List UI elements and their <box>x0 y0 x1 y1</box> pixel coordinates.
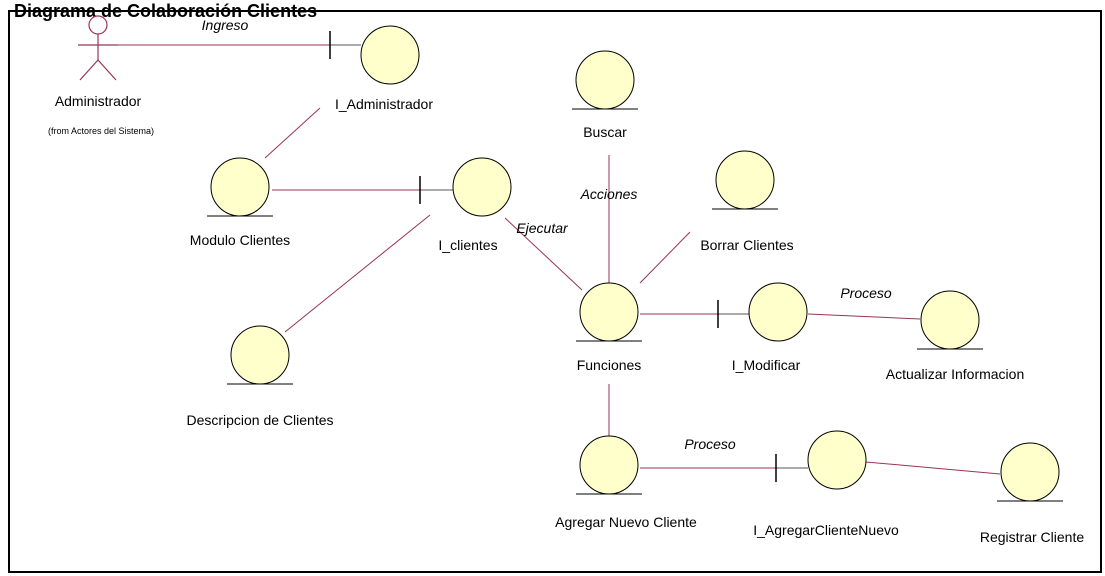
link-line <box>504 217 583 291</box>
entity-circle <box>210 157 270 217</box>
link-label: Proceso <box>684 436 736 452</box>
link-label: Acciones <box>580 186 638 202</box>
entity-circle <box>230 325 290 385</box>
node-funciones[interactable]: Funciones <box>576 282 642 373</box>
actor-name: Administrador <box>55 93 142 109</box>
link-line <box>284 214 431 333</box>
actor-leg-left <box>79 59 99 81</box>
node-label: I_Modificar <box>732 357 801 373</box>
diagram-title: Diagrama de Colaboración Clientes <box>14 1 318 21</box>
link-i_clientes-funciones: Ejecutar <box>504 217 583 291</box>
entity-circle <box>920 290 980 350</box>
link-agregar_nuevo_cliente-i_agregar_cliente_nuevo: Proceso <box>640 436 808 482</box>
node-label: Borrar Clientes <box>700 237 793 253</box>
node-label: Funciones <box>577 357 642 373</box>
node-agregar-nuevo-cliente[interactable]: Agregar Nuevo Cliente <box>555 435 697 530</box>
link-i_clientes-descripcion_clientes <box>284 214 431 333</box>
node-label: I_clientes <box>438 237 497 253</box>
node-label: I_AgregarClienteNuevo <box>753 522 899 538</box>
node-label: Registrar Cliente <box>980 529 1084 545</box>
link-line <box>264 107 321 159</box>
link-buscar-funciones: Acciones <box>580 155 638 283</box>
boundary-circle <box>360 25 420 85</box>
node-i-agregar-cliente-nuevo[interactable]: I_AgregarClienteNuevo <box>753 430 899 538</box>
node-registrar-cliente[interactable]: Registrar Cliente <box>980 442 1084 545</box>
entity-circle <box>715 150 775 210</box>
node-buscar[interactable]: Buscar <box>572 50 638 140</box>
boundary-circle <box>748 282 808 342</box>
entity-circle <box>579 282 639 342</box>
link-label: Proceso <box>840 285 892 301</box>
link-i_administrador-modulo_clientes <box>264 107 321 159</box>
node-label: Descripcion de Clientes <box>186 412 333 428</box>
link-label: Ejecutar <box>516 220 569 236</box>
diagram-frame: Diagrama de Colaboración Clientes <box>8 2 1102 573</box>
node-modulo-clientes[interactable]: Modulo Clientes <box>190 157 290 248</box>
actor-leg-right <box>97 59 117 81</box>
link-modulo_clientes-i_clientes <box>272 176 453 204</box>
node-label: Agregar Nuevo Cliente <box>555 514 697 530</box>
node-label: Buscar <box>583 124 627 140</box>
link-i_agregar_cliente_nuevo-registrar_cliente <box>865 461 1001 475</box>
entity-circle <box>1000 442 1060 502</box>
actor-note: (from Actores del Sistema) <box>48 126 154 136</box>
link-line <box>807 313 921 320</box>
link-i_modificar-actualizar_informacion: Proceso <box>807 285 921 320</box>
link-line <box>639 231 691 284</box>
link-funciones-i_modificar <box>640 300 749 328</box>
node-label: Modulo Clientes <box>190 232 290 248</box>
actor-administrador[interactable]: Administrador (from Actores del Sistema) <box>48 15 154 136</box>
actor-head <box>88 15 108 35</box>
node-borrar-clientes[interactable]: Borrar Clientes <box>700 150 794 253</box>
entity-circle <box>579 435 639 495</box>
node-label: I_Administrador <box>335 96 433 112</box>
node-i-administrador[interactable]: I_Administrador <box>335 25 433 112</box>
link-borrar_clientes-funciones <box>639 231 691 284</box>
link-line <box>865 461 1001 475</box>
node-i-clientes[interactable]: I_clientes <box>438 157 512 253</box>
link-label: Ingreso <box>202 17 249 33</box>
node-actualizar-informacion[interactable]: Actualizar Informacion <box>886 290 1025 382</box>
boundary-circle <box>807 430 867 490</box>
node-descripcion-clientes[interactable]: Descripcion de Clientes <box>186 325 334 428</box>
boundary-circle <box>452 157 512 217</box>
node-i-modificar[interactable]: I_Modificar <box>732 282 808 373</box>
node-label: Actualizar Informacion <box>886 366 1025 382</box>
entity-circle <box>575 50 635 110</box>
link-administrador-i_administrador: Ingreso <box>118 17 361 59</box>
